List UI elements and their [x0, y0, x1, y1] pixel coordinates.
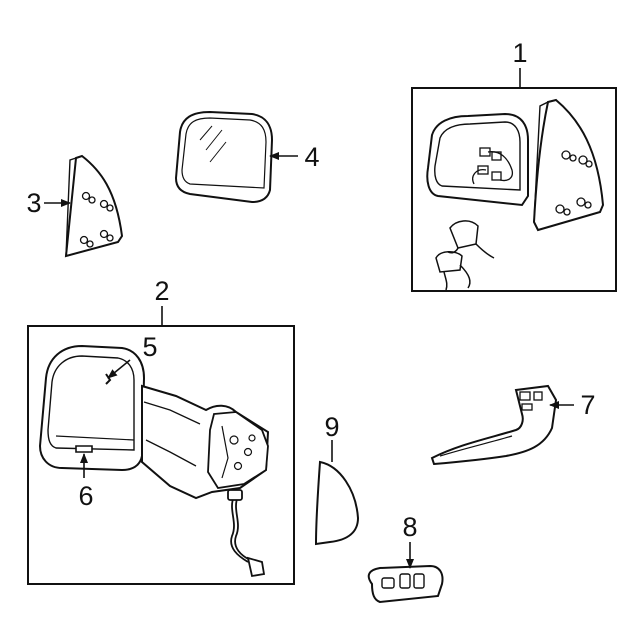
part-1-frame [411, 87, 617, 292]
part-2-base [207, 411, 269, 489]
callout-5: 5 [142, 332, 157, 362]
part-2-frame [27, 325, 295, 585]
callout-labels: 1 2 3 4 5 6 7 8 9 [26, 38, 595, 542]
callout-2: 2 [154, 276, 169, 306]
part-4-mirror-glass [174, 110, 274, 204]
callout-9: 9 [324, 412, 339, 442]
part-1-actuator [472, 147, 514, 185]
part-2-harness [227, 489, 266, 578]
part-1-housing [426, 112, 529, 207]
part-1-mount-clips [555, 150, 593, 216]
callout-1: 1 [512, 38, 527, 68]
part-9-mirror-trim-cover [314, 460, 360, 546]
callout-3: 3 [26, 188, 41, 218]
callout-6: 6 [78, 481, 93, 511]
callout-7: 7 [580, 390, 595, 420]
part-2-tow-mirror-assembly [27, 325, 295, 585]
part-8-mirror-switch [367, 564, 444, 604]
leader-lines [44, 68, 574, 569]
part-1-harness [435, 220, 495, 291]
part-3-mirror-cover [64, 154, 124, 258]
callout-4: 4 [304, 142, 319, 172]
callout-8: 8 [402, 512, 417, 542]
part-1-backing-plate [532, 98, 605, 232]
part-7-mirror-bracket [430, 384, 558, 466]
leader-5 [107, 359, 131, 379]
part-6-signal-lamp [75, 445, 93, 453]
part-1-power-mirror-assembly [411, 87, 617, 292]
